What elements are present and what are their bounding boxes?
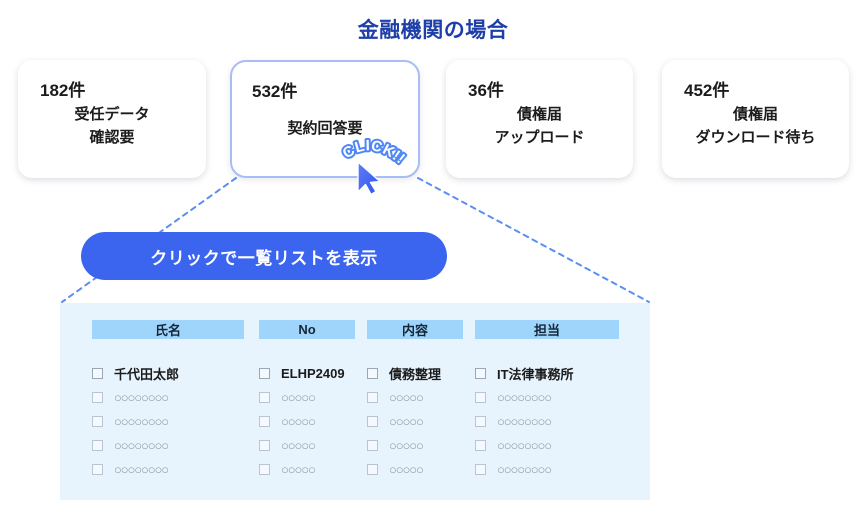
table-cell-naiyou: ○○○○○ xyxy=(367,390,475,405)
page-title: 金融機関の場合 xyxy=(357,19,509,42)
cell-placeholder: ○○○○○ xyxy=(389,413,424,429)
table-cell-name: 千代田太郎 xyxy=(92,364,259,383)
cell-placeholder: ○○○○○ xyxy=(389,389,424,405)
card-label: 受任データ 確認要 xyxy=(18,104,206,149)
card-count: 182件 xyxy=(40,81,86,100)
card-label-line: アップロード xyxy=(494,128,585,146)
table-row[interactable]: ○○○○○○○○ ○○○○○ ○○○○○ ○○○○○○○○ xyxy=(92,433,635,457)
table-row[interactable]: ○○○○○○○○ ○○○○○ ○○○○○ ○○○○○○○○ xyxy=(92,409,635,433)
cell-placeholder: ○○○○○○○○ xyxy=(497,437,552,453)
card-label-line: 債権届 xyxy=(732,106,778,123)
cell-placeholder: ○○○○○ xyxy=(281,437,316,453)
show-list-button[interactable]: クリックで一覧リストを表示 xyxy=(81,232,447,280)
checkbox-unchecked-icon[interactable] xyxy=(367,415,378,427)
table-cell-tantou: IT法律事務所 xyxy=(475,364,635,383)
table-cell-no: ○○○○○ xyxy=(259,438,367,453)
checkbox-unchecked-icon[interactable] xyxy=(367,463,378,475)
cell-placeholder: ○○○○○○○○ xyxy=(497,413,552,429)
cell-placeholder: ○○○○○ xyxy=(281,461,316,477)
checkbox-unchecked-icon[interactable] xyxy=(92,367,103,379)
cell-placeholder: ○○○○○○○○ xyxy=(114,461,169,477)
status-card-saikentodoke-upload[interactable]: 36件 債権届 アップロード xyxy=(446,60,633,178)
checkbox-unchecked-icon[interactable] xyxy=(259,391,270,403)
table-cell-naiyou: ○○○○○ xyxy=(367,462,475,477)
card-count: 532件 xyxy=(252,82,298,101)
table-header-name: 氏名 xyxy=(92,320,244,339)
checkbox-unchecked-icon[interactable] xyxy=(367,367,378,379)
status-card-saikentodoke-download[interactable]: 452件 債権届 ダウンロード待ち xyxy=(662,60,849,178)
checkbox-unchecked-icon[interactable] xyxy=(475,367,486,379)
card-label-line: 契約回答要 xyxy=(287,120,363,137)
checkbox-unchecked-icon[interactable] xyxy=(259,463,270,475)
cell-text: IT法律事務所 xyxy=(497,366,574,382)
card-label: 債権届 アップロード xyxy=(446,104,633,149)
checkbox-unchecked-icon[interactable] xyxy=(92,463,103,475)
checkbox-unchecked-icon[interactable] xyxy=(259,439,270,451)
table-cell-name: ○○○○○○○○ xyxy=(92,438,259,453)
card-label-line: 確認要 xyxy=(89,128,135,146)
table-cell-no: ○○○○○ xyxy=(259,414,367,429)
table-cell-tantou: ○○○○○○○○ xyxy=(475,438,635,453)
card-label-line: ダウンロード待ち xyxy=(695,128,816,146)
card-label-line: 受任データ xyxy=(74,106,150,123)
table-cell-name: ○○○○○○○○ xyxy=(92,414,259,429)
table-header-no: No xyxy=(259,320,355,339)
card-label-line: 債権届 xyxy=(516,106,562,123)
checkbox-unchecked-icon[interactable] xyxy=(92,439,103,451)
checkbox-unchecked-icon[interactable] xyxy=(259,367,270,379)
table-header-row: 氏名 No 内容 担当 xyxy=(92,320,619,339)
cell-placeholder: ○○○○○○○○ xyxy=(497,389,552,405)
table-cell-name: ○○○○○○○○ xyxy=(92,462,259,477)
table-cell-naiyou: ○○○○○ xyxy=(367,414,475,429)
cell-placeholder: ○○○○○○○○ xyxy=(114,389,169,405)
table-row[interactable]: ○○○○○○○○ ○○○○○ ○○○○○ ○○○○○○○○ xyxy=(92,457,635,481)
checkbox-unchecked-icon[interactable] xyxy=(475,439,486,451)
checkbox-unchecked-icon[interactable] xyxy=(475,463,486,475)
table-cell-naiyou: 債務整理 xyxy=(367,364,475,383)
table-cell-tantou: ○○○○○○○○ xyxy=(475,390,635,405)
cell-placeholder: ○○○○○ xyxy=(389,437,424,453)
checkbox-unchecked-icon[interactable] xyxy=(92,415,103,427)
table-header-tantou: 担当 xyxy=(475,320,619,339)
cell-placeholder: ○○○○○ xyxy=(281,389,316,405)
checkbox-unchecked-icon[interactable] xyxy=(367,439,378,451)
cell-placeholder: ○○○○○○○○ xyxy=(497,461,552,477)
table-row[interactable]: ○○○○○○○○ ○○○○○ ○○○○○ ○○○○○○○○ xyxy=(92,385,635,409)
cell-text: ELHP2409 xyxy=(281,365,345,381)
cell-placeholder: ○○○○○ xyxy=(389,461,424,477)
table-cell-tantou: ○○○○○○○○ xyxy=(475,414,635,429)
cell-text: 千代田太郎 xyxy=(114,366,180,382)
list-panel: 氏名 No 内容 担当 千代田太郎 ELHP2409 債務整理 xyxy=(60,303,650,500)
table-row[interactable]: 千代田太郎 ELHP2409 債務整理 IT法律事務所 xyxy=(92,361,635,385)
card-label: 契約回答要 xyxy=(232,118,418,141)
table-cell-tantou: ○○○○○○○○ xyxy=(475,462,635,477)
cell-placeholder: ○○○○○○○○ xyxy=(114,413,169,429)
card-count: 452件 xyxy=(684,81,730,100)
checkbox-unchecked-icon[interactable] xyxy=(92,391,103,403)
table-cell-no: ○○○○○ xyxy=(259,462,367,477)
table-cell-naiyou: ○○○○○ xyxy=(367,438,475,453)
checkbox-unchecked-icon[interactable] xyxy=(475,415,486,427)
table-cell-no: ○○○○○ xyxy=(259,390,367,405)
table-body: 千代田太郎 ELHP2409 債務整理 IT法律事務所 ○ xyxy=(92,361,635,481)
cell-placeholder: ○○○○○ xyxy=(281,413,316,429)
cell-placeholder: ○○○○○○○○ xyxy=(114,437,169,453)
card-label: 債権届 ダウンロード待ち xyxy=(662,104,849,149)
table-cell-name: ○○○○○○○○ xyxy=(92,390,259,405)
status-card-keiyaku-kaitou[interactable]: 532件 契約回答要 xyxy=(230,60,420,178)
checkbox-unchecked-icon[interactable] xyxy=(259,415,270,427)
card-count: 36件 xyxy=(468,81,504,100)
checkbox-unchecked-icon[interactable] xyxy=(475,391,486,403)
checkbox-unchecked-icon[interactable] xyxy=(367,391,378,403)
status-card-juninn-data[interactable]: 182件 受任データ 確認要 xyxy=(18,60,206,178)
table-cell-no: ELHP2409 xyxy=(259,366,367,381)
table-header-naiyou: 内容 xyxy=(367,320,463,339)
cell-text: 債務整理 xyxy=(389,366,442,382)
